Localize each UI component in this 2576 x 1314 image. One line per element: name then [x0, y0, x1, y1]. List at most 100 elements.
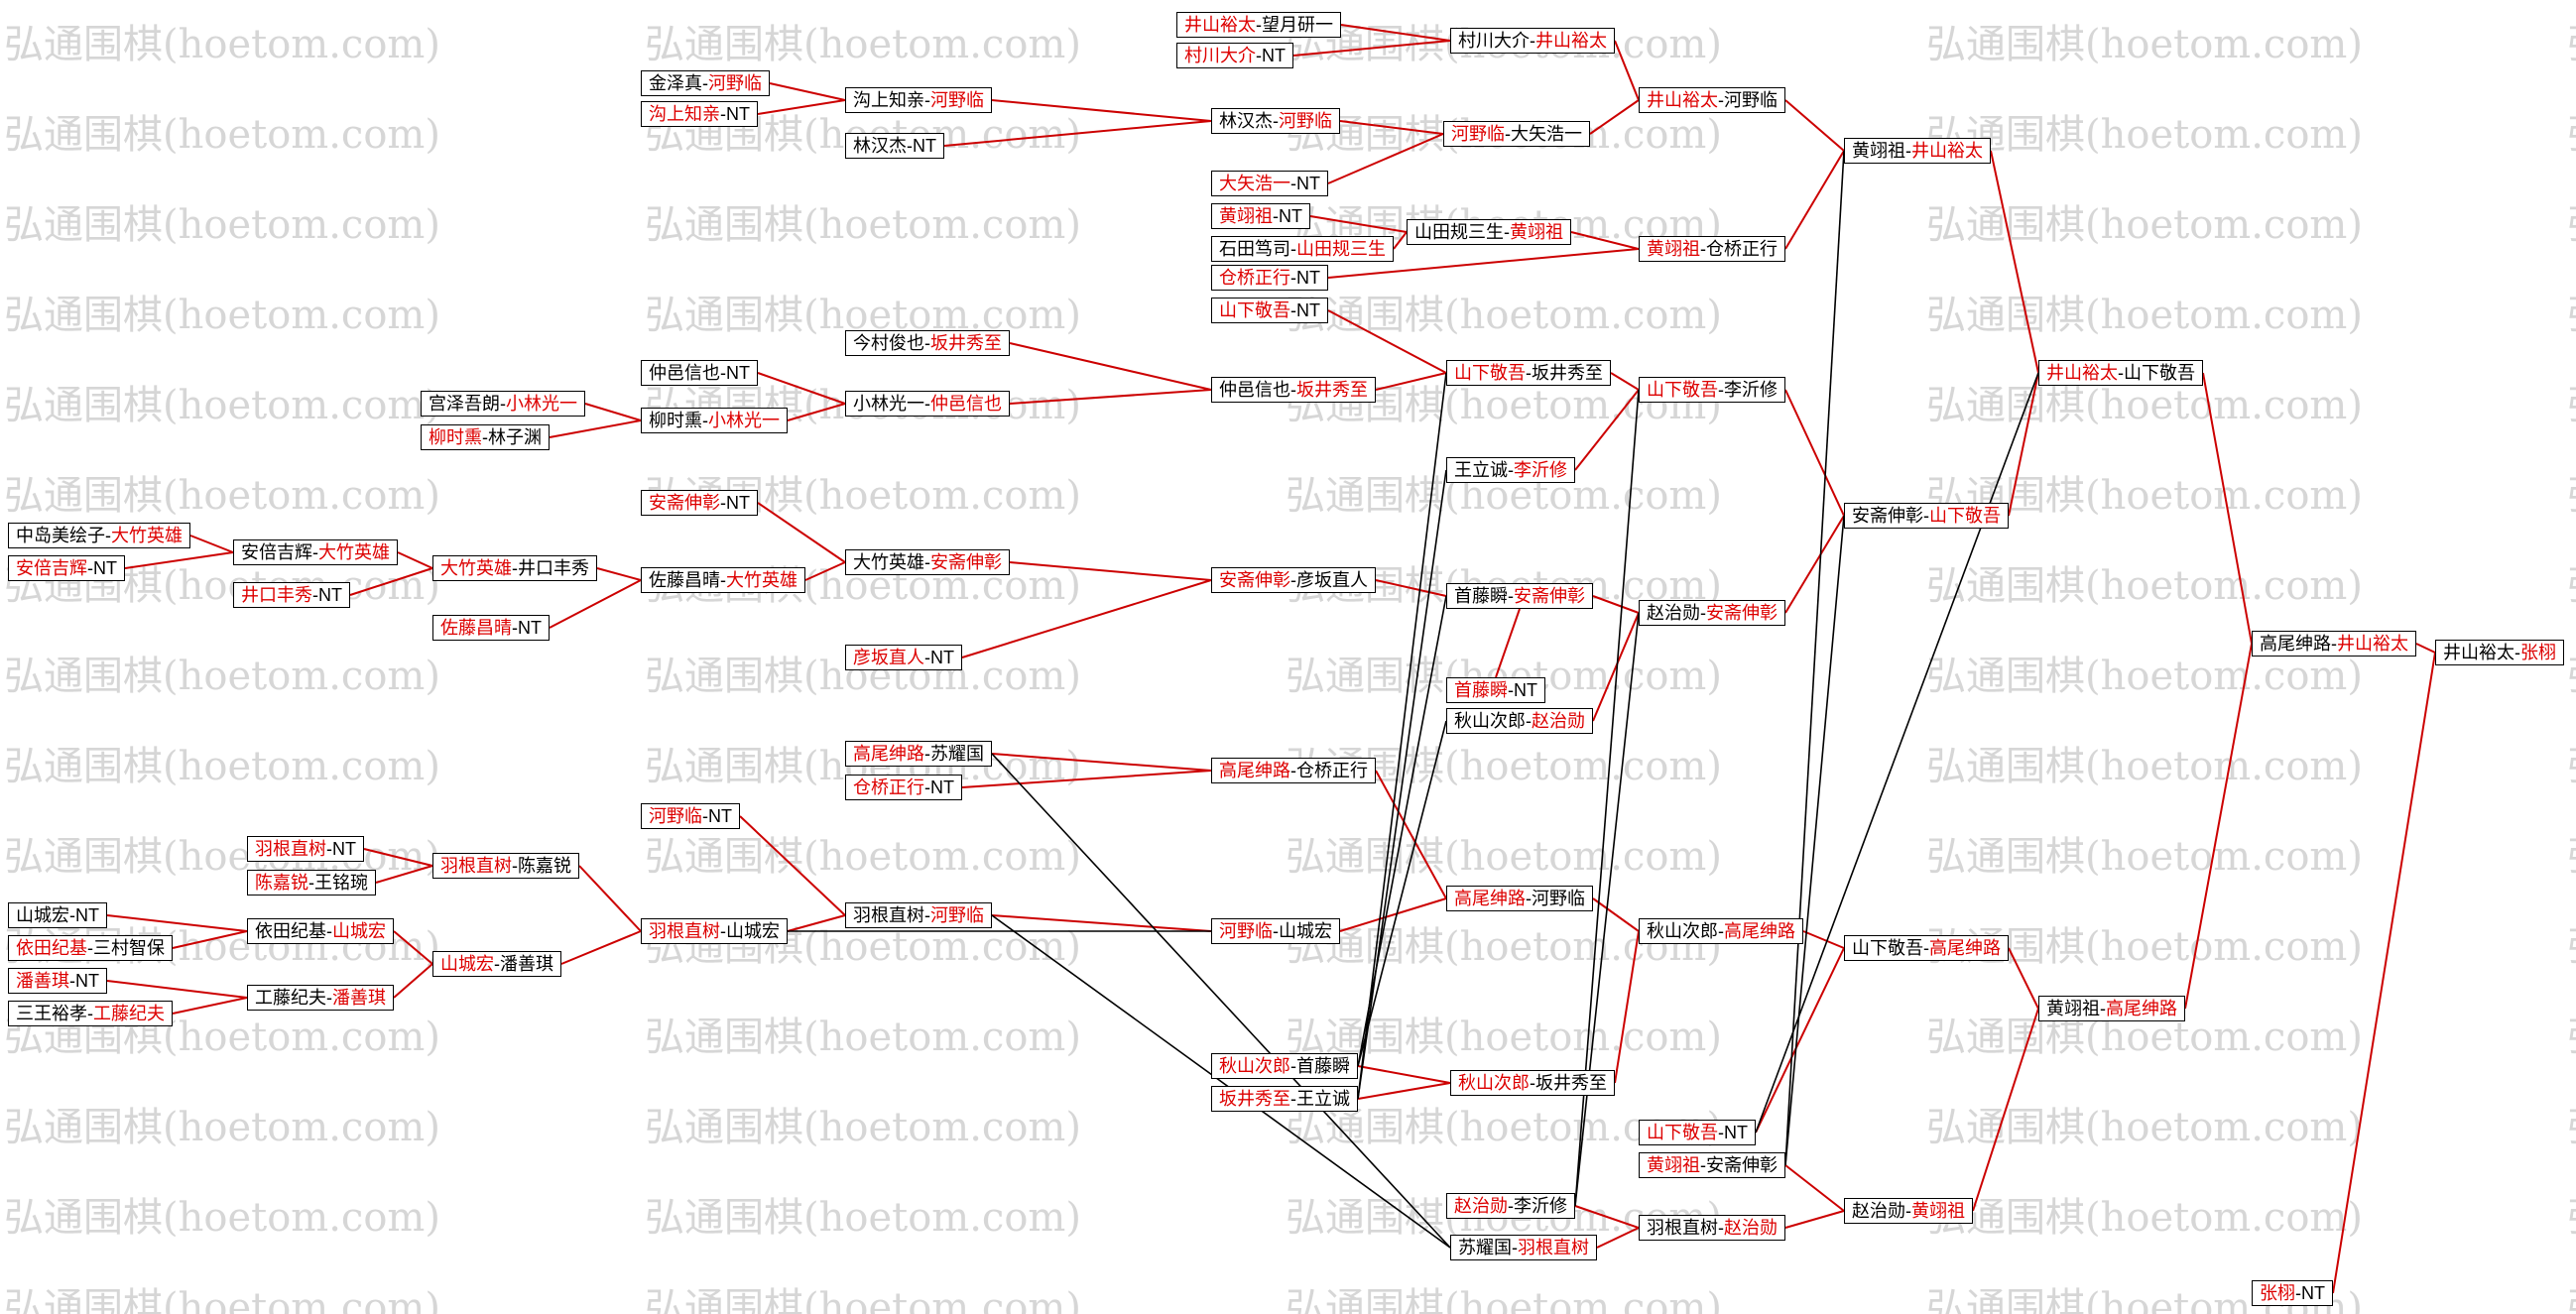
winner-advance-line: [1755, 947, 1845, 1134]
player-name-loser: 秋山次郎: [1647, 921, 1718, 941]
bracket-match-box: 黄翊祖-井山裕太: [1844, 138, 1991, 164]
vs-separator: -: [512, 618, 518, 638]
player-name-winner: 井山裕太: [1911, 141, 1983, 161]
winner-advance-line: [804, 561, 846, 581]
player-name-loser: 井口丰秀: [518, 558, 589, 578]
player-name-winner: 羽根直树: [649, 921, 720, 941]
player-name-loser: NT: [930, 777, 954, 797]
vs-separator: -: [1290, 174, 1296, 193]
loser-drop-line: [991, 914, 1451, 1249]
player-name-winner: 仓桥正行: [1219, 268, 1290, 288]
player-name-loser: NT: [93, 558, 117, 578]
player-name-winner: 大竹英雄: [318, 542, 390, 562]
bracket-match-box: 安倍吉辉-大竹英雄: [233, 539, 398, 565]
bracket-match-box: 彦坂直人-NT: [845, 645, 962, 670]
player-name-winner: 河野临: [1451, 124, 1505, 144]
bracket-match-box: 山城宏-NT: [8, 902, 107, 928]
player-name-loser: NT: [726, 363, 750, 383]
vs-separator: -: [1526, 889, 1532, 908]
player-name-winner: 山下敬吾: [1647, 380, 1718, 400]
player-name-loser: 今村俊也: [853, 333, 924, 353]
vs-separator: -: [1508, 460, 1514, 480]
player-name-winner: 羽根直树: [440, 856, 512, 876]
player-name-loser: 大竹英雄: [853, 552, 924, 572]
vs-separator: -: [1923, 506, 1929, 526]
winner-advance-line: [596, 567, 642, 581]
bracket-match-box: 井山裕太-望月研一: [1176, 12, 1341, 38]
winner-advance-line: [1784, 99, 1845, 152]
bracket-match-box: 大竹英雄-井口丰秀: [432, 555, 597, 581]
bracket-match-box: 大矢浩一-NT: [1211, 171, 1328, 196]
vs-separator: -: [924, 905, 930, 925]
bracket-match-box: 今村俊也-坂井秀至: [845, 330, 1010, 356]
bracket-match-box: 工藤纪夫-潘善琪: [247, 985, 394, 1011]
vs-separator: -: [924, 90, 930, 110]
player-name-loser: 仓桥正行: [1296, 761, 1368, 780]
bracket-match-box: 坂井秀至-王立诚: [1211, 1086, 1358, 1112]
winner-advance-line: [1327, 309, 1447, 374]
player-name-winner: 河野临: [1279, 111, 1332, 131]
vs-separator: -: [1700, 239, 1706, 259]
player-name-loser: 赵治勋: [1852, 1201, 1905, 1221]
player-name-winner: 黄翊祖: [1510, 222, 1563, 242]
winner-advance-line: [787, 403, 846, 421]
winner-advance-line: [189, 535, 234, 553]
player-name-loser: 望月研一: [1262, 15, 1333, 35]
bracket-match-box: 仲邑信也-NT: [641, 360, 758, 386]
player-name-loser: 河野临: [1532, 889, 1585, 908]
player-name-winner: 河野临: [649, 806, 702, 826]
bracket-match-box: 张栩-NT: [2252, 1280, 2333, 1306]
bracket-match-box: 依田纪基-三村智保: [8, 935, 173, 961]
winner-advance-line: [1327, 248, 1640, 279]
player-name-loser: NT: [930, 648, 954, 667]
vs-separator: -: [87, 558, 93, 578]
vs-separator: -: [720, 921, 726, 941]
winner-advance-line: [2415, 643, 2436, 654]
winner-advance-line: [1309, 215, 1408, 233]
player-name-loser: 秋山次郎: [1454, 711, 1526, 731]
bracket-match-box: 佐藤昌晴-大竹英雄: [641, 567, 805, 593]
player-name-loser: 苏耀国: [1458, 1238, 1512, 1257]
winner-advance-line: [172, 997, 248, 1015]
player-name-winner: 山下敬吾: [1929, 506, 2001, 526]
vs-separator: -: [924, 394, 930, 414]
player-name-winner: 小林光一: [506, 394, 577, 414]
winner-advance-line: [1589, 99, 1640, 135]
vs-separator: -: [1530, 31, 1535, 51]
bracket-match-box: 仓桥正行-NT: [1211, 265, 1328, 291]
bracket-match-box: 黄翊祖-仓桥正行: [1639, 236, 1785, 262]
vs-separator: -: [1273, 206, 1279, 226]
player-name-winner: 安斋伸彰: [1219, 570, 1290, 590]
bracket-match-box: 井山裕太-张栩: [2435, 640, 2564, 665]
bracket-match-box: 三王裕孝-工藤纪夫: [8, 1001, 173, 1026]
player-name-loser: 仓桥正行: [1706, 239, 1778, 259]
player-name-loser: NT: [1514, 680, 1537, 700]
bracket-match-box: 赵治勋-黄翊祖: [1844, 1198, 1973, 1224]
vs-separator: -: [1718, 1123, 1724, 1142]
winner-advance-line: [124, 551, 234, 569]
player-name-winner: 大竹英雄: [726, 570, 797, 590]
vs-separator: -: [512, 558, 518, 578]
bracket-match-box: 高尾绅路-井山裕太: [2252, 631, 2416, 657]
winner-advance-line: [1972, 1008, 2039, 1212]
player-name-loser: 羽根直树: [1647, 1218, 1718, 1238]
vs-separator: -: [1290, 268, 1296, 288]
bracket-match-box: 小林光一-仲邑信也: [845, 391, 1010, 417]
player-name-winner: 潘善琪: [16, 971, 69, 991]
winner-advance-line: [1784, 1164, 1845, 1212]
bracket-match-box: 安倍吉辉-NT: [8, 555, 125, 581]
player-name-loser: NT: [1296, 268, 1320, 288]
player-name-winner: 村川大介: [1184, 46, 1256, 65]
player-name-loser: 彦坂直人: [1296, 570, 1368, 590]
winner-advance-line: [1357, 1082, 1451, 1100]
player-name-loser: 林子渊: [488, 427, 542, 447]
player-name-winner: 井山裕太: [2337, 634, 2408, 654]
player-name-winner: 河野临: [1219, 921, 1273, 941]
winner-advance-line: [1339, 897, 1447, 932]
winner-advance-line: [375, 865, 433, 884]
player-name-loser: NT: [75, 971, 99, 991]
player-name-winner: 黄翊祖: [1647, 1155, 1700, 1175]
bracket-match-box: 羽根直树-赵治勋: [1639, 1215, 1785, 1241]
vs-separator: -: [1290, 300, 1296, 320]
player-name-winner: 安斋伸彰: [649, 493, 720, 513]
